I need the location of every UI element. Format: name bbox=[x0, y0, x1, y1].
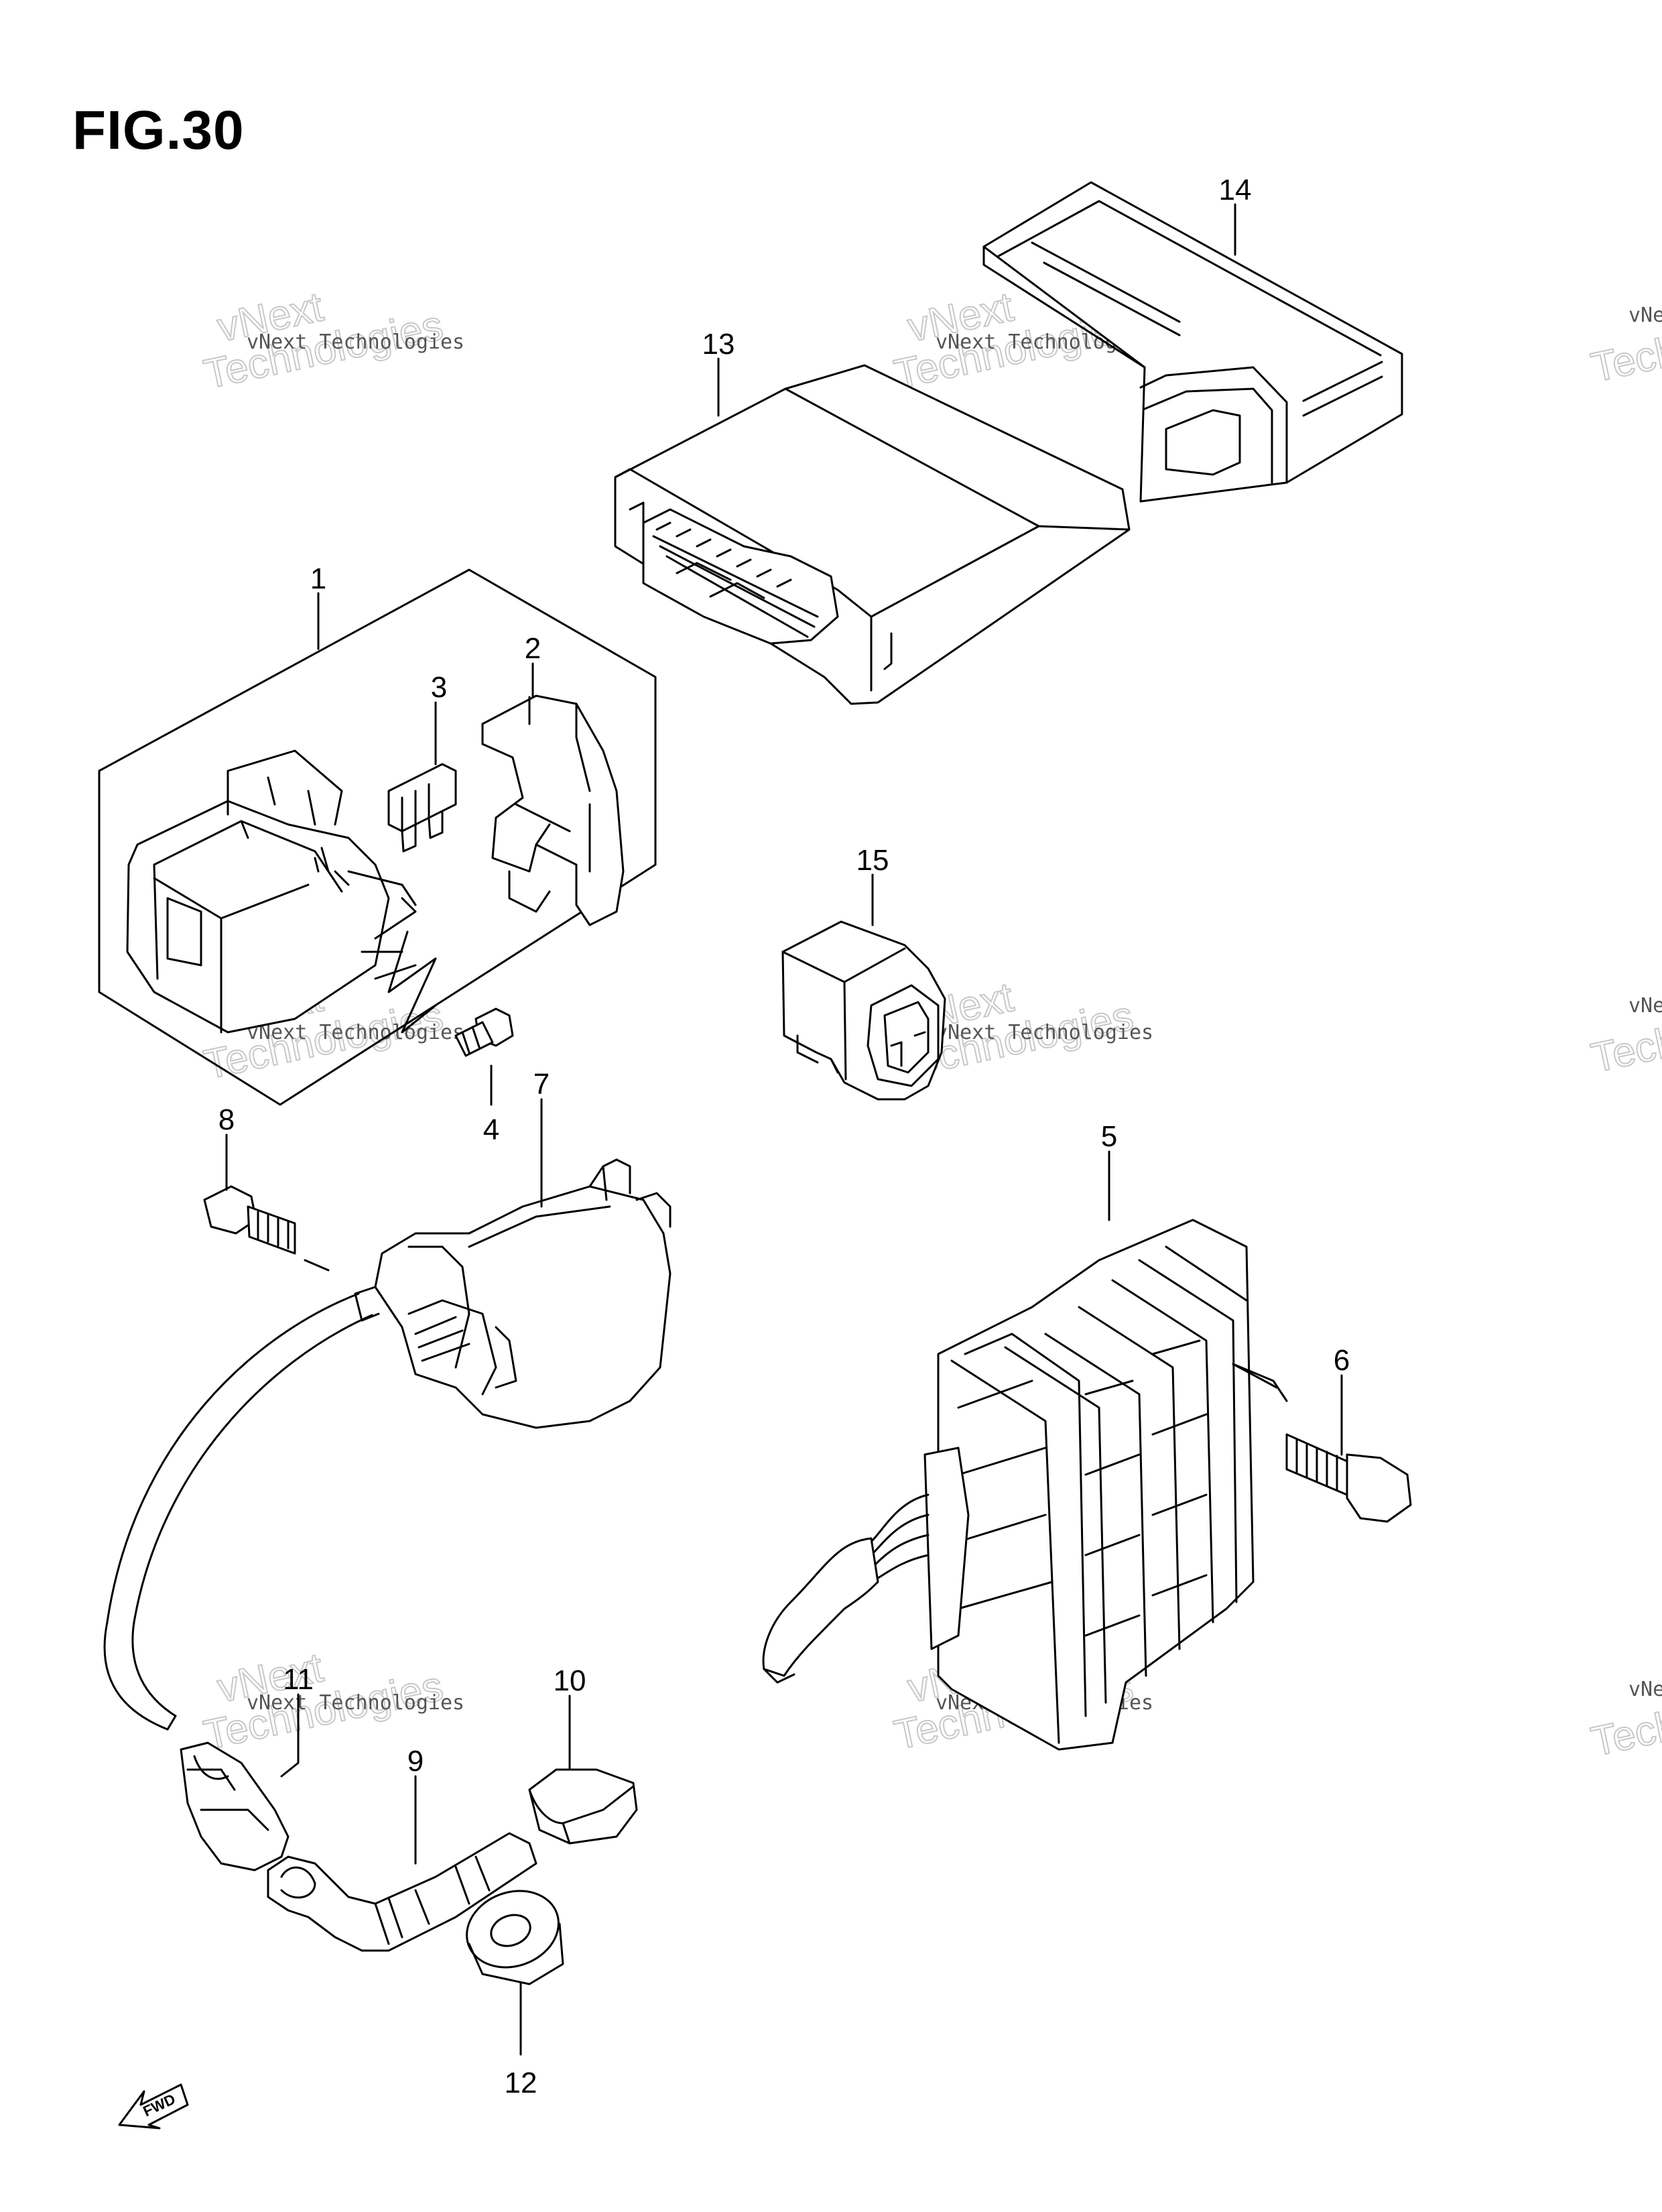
part-5-regulator bbox=[762, 1219, 1288, 1751]
leader-lines bbox=[225, 203, 1343, 2056]
part-12-grommet bbox=[466, 1890, 564, 1985]
svg-text:vNext Technologies: vNext Technologies bbox=[936, 1021, 1153, 1044]
part-11-plug-cap bbox=[180, 1741, 290, 1871]
part-14-ecm-cover bbox=[982, 181, 1403, 503]
part-2-relay-cover bbox=[481, 694, 625, 926]
watermark-edge-3: vNext Technologies Technologies bbox=[1587, 1669, 1662, 1766]
callout-2: 2 bbox=[525, 632, 541, 665]
svg-text:vNext Technologies: vNext Technologies bbox=[247, 1691, 464, 1715]
figure-title: FIG.30 bbox=[72, 100, 245, 161]
part-15-connector bbox=[781, 920, 946, 1101]
watermark-2: vNext Technologies vNext Technologies bbox=[890, 283, 1154, 398]
callout-3: 3 bbox=[431, 671, 447, 704]
part-1-relay-assembly bbox=[98, 568, 657, 1106]
svg-text:vNext Technologies: vNext Technologies bbox=[247, 330, 464, 354]
callout-8: 8 bbox=[218, 1103, 235, 1136]
callout-6: 6 bbox=[1334, 1344, 1350, 1377]
callout-10: 10 bbox=[554, 1664, 586, 1697]
watermark-5: vNext Technologies vNext Technologies bbox=[200, 1644, 465, 1759]
part-7-ignition-coil bbox=[103, 1158, 672, 1731]
part-8-bolt bbox=[203, 1185, 330, 1272]
callout-13: 13 bbox=[702, 328, 735, 361]
part-13-ecm-unit bbox=[614, 364, 1131, 705]
part-3-fuse bbox=[387, 763, 457, 853]
svg-text:vNext Technologies: vNext Technologies bbox=[247, 1021, 464, 1044]
callout-14: 14 bbox=[1219, 174, 1252, 206]
svg-text:vNext Technologies: vNext Technologies bbox=[1628, 1678, 1662, 1701]
callout-7: 7 bbox=[533, 1068, 550, 1101]
part-9-plug-cap bbox=[267, 1832, 537, 1952]
fwd-direction-arrow: FWD bbox=[118, 2083, 189, 2130]
callout-1: 1 bbox=[310, 562, 326, 595]
watermark-edge-1: vNext Technologies Technologies bbox=[1587, 295, 1662, 392]
callout-4: 4 bbox=[483, 1113, 499, 1146]
part-10-sleeve bbox=[528, 1768, 638, 1845]
watermark-edge-2: vNext Technologies Technologies bbox=[1587, 985, 1662, 1083]
svg-text:vNext Technologies: vNext Technologies bbox=[1628, 994, 1662, 1018]
callout-5: 5 bbox=[1101, 1120, 1117, 1153]
callout-12: 12 bbox=[505, 2067, 537, 2099]
svg-text:vNext Technologies: vNext Technologies bbox=[1628, 304, 1662, 327]
part-4-bolt bbox=[454, 1007, 514, 1057]
watermark-1: vNext Technologies vNext Technologies bbox=[200, 283, 465, 398]
callout-11: 11 bbox=[283, 1663, 314, 1696]
callout-labels: 1 2 3 4 5 6 7 8 9 10 11 12 13 14 15 bbox=[218, 174, 1350, 2099]
callout-9: 9 bbox=[407, 1745, 424, 1778]
part-6-bolt bbox=[1232, 1363, 1412, 1523]
callout-15: 15 bbox=[856, 844, 889, 877]
